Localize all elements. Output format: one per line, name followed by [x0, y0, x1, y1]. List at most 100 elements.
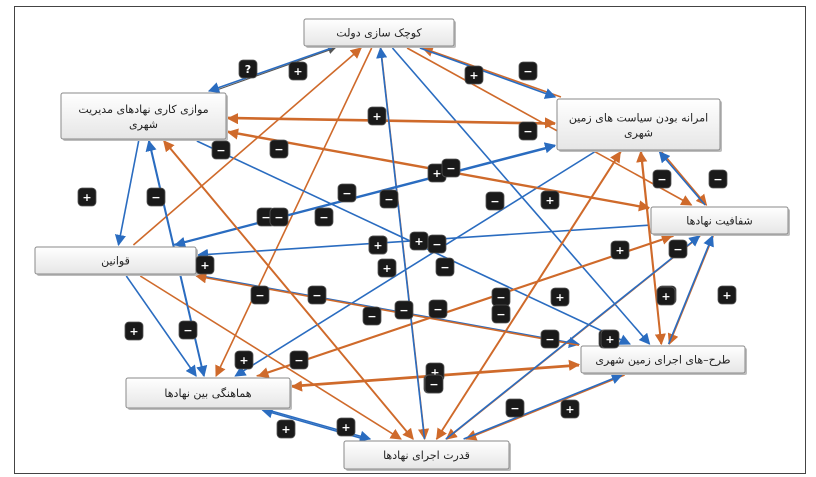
- plus-badge: +: [610, 240, 630, 260]
- minus-badge: −: [289, 350, 309, 370]
- badge-sign: −: [440, 261, 449, 274]
- badge-box: [314, 207, 334, 227]
- badge-sign: −: [510, 402, 519, 415]
- node-label: طرح–های اجرای زمین شهری: [595, 354, 730, 367]
- plus-badge: +: [77, 187, 97, 207]
- badge-sign: +: [615, 244, 624, 257]
- badge-box: [288, 61, 308, 81]
- badge-box: [485, 191, 505, 211]
- minus-badge: −: [708, 169, 728, 189]
- plus-badge: +: [377, 258, 397, 278]
- badge-box: [377, 258, 397, 278]
- edge-n2-n5: [114, 140, 140, 247]
- badge-box: [337, 183, 357, 203]
- node-label: امرانه بودن سیاست های زمین: [569, 112, 708, 125]
- plus-badge: +: [195, 255, 215, 275]
- badge-sign: +: [281, 423, 290, 436]
- badge-box: [518, 121, 538, 141]
- edge-n5-n1: [132, 47, 362, 246]
- node-n8[interactable]: قدرت اجرای نهادها: [343, 440, 511, 471]
- plus-badge: +: [336, 417, 356, 437]
- node-box: [650, 206, 789, 235]
- badge-sign: −: [151, 191, 160, 204]
- badge-box: [708, 169, 728, 189]
- minus-badge: −: [491, 304, 511, 324]
- node-box: [343, 440, 510, 470]
- badge-sign: +: [432, 167, 441, 180]
- node-n7[interactable]: هماهنگی بین نهادها: [125, 377, 292, 410]
- minus-badge: −: [362, 306, 382, 326]
- badge-box: [394, 300, 414, 320]
- badge-box: [652, 169, 672, 189]
- badge-box: [464, 65, 484, 85]
- minus-badge: −: [379, 189, 399, 209]
- badge-sign: −: [312, 289, 321, 302]
- badge-sign: −: [255, 289, 264, 302]
- badge-sign: −: [384, 193, 393, 206]
- badge-sign: −: [433, 303, 442, 316]
- minus-badge: −: [491, 287, 511, 307]
- badge-box: [610, 240, 630, 260]
- edge-n3-n2: [226, 113, 556, 125]
- badge-box: [491, 304, 511, 324]
- badge-box: [276, 419, 296, 439]
- badge-box: [379, 189, 399, 209]
- badge-box: [178, 320, 198, 340]
- minus-badge: −: [307, 285, 327, 305]
- plus-badge: +: [717, 285, 737, 305]
- badge-sign: −: [496, 291, 505, 304]
- node-n4[interactable]: شفافیت نهادها: [650, 206, 790, 236]
- badge-box: [518, 61, 538, 81]
- minus-badge: −: [518, 61, 538, 81]
- badge-sign: +: [414, 235, 423, 248]
- badge-sign: +: [293, 65, 302, 78]
- badge-sign: −: [367, 310, 376, 323]
- edge-n5-n7: [125, 275, 197, 377]
- badge-box: [368, 235, 388, 255]
- badge-sign: −: [216, 144, 225, 157]
- minus-badge: −: [314, 207, 334, 227]
- badge-sign: +: [545, 194, 554, 207]
- badge-box: [540, 329, 560, 349]
- minus-badge: −: [652, 169, 672, 189]
- badge-sign: −: [261, 211, 270, 224]
- badge-box: [234, 350, 254, 370]
- badge-sign: +: [555, 291, 564, 304]
- edge-n8-n1: [376, 46, 426, 440]
- minus-badge: −: [428, 299, 448, 319]
- node-n6[interactable]: طرح–های اجرای زمین شهری: [580, 345, 747, 375]
- badge-sign: +: [239, 354, 248, 367]
- plus-badge: +: [464, 65, 484, 85]
- plus-badge: +: [550, 287, 570, 307]
- node-box: [580, 345, 746, 374]
- edge-n3-n7: [234, 151, 595, 377]
- badge-sign: −: [523, 65, 532, 78]
- plus-badge: +: [234, 350, 254, 370]
- node-n1[interactable]: کوچک سازی دولت: [303, 18, 456, 48]
- edge-n2-n3: [227, 116, 557, 129]
- node-box: [60, 92, 227, 140]
- badge-sign: −: [496, 308, 505, 321]
- badge-sign: −: [319, 211, 328, 224]
- minus-badge: −: [424, 374, 444, 394]
- badge-box: [505, 398, 525, 418]
- plus-badge: +: [409, 231, 429, 251]
- plus-badge: +: [124, 321, 144, 341]
- node-n5[interactable]: قوانین: [34, 246, 198, 276]
- minus-badge: −: [269, 139, 289, 159]
- minus-badge: −: [668, 239, 688, 259]
- edge-n8-n2: [163, 140, 414, 440]
- badge-box: [250, 285, 270, 305]
- node-label: کوچک سازی دولت: [336, 27, 422, 40]
- minus-badge: −: [337, 183, 357, 203]
- minus-badge: −: [211, 140, 231, 160]
- badge-box: [238, 59, 258, 79]
- badge-sign: +: [565, 403, 574, 416]
- minus-badge: −: [250, 285, 270, 305]
- plus-badge: +: [560, 399, 580, 419]
- node-label: موازی کاری نهادهای مدیریت: [78, 103, 208, 116]
